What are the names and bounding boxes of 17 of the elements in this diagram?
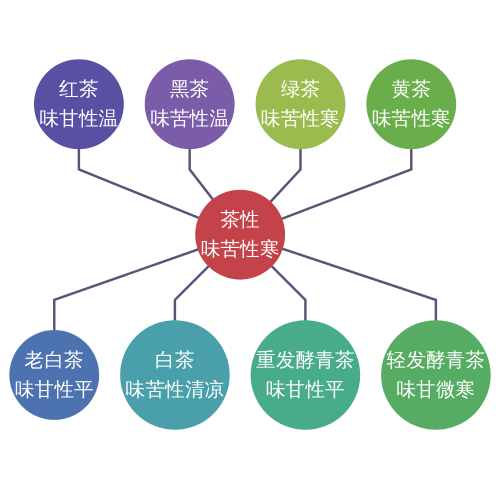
- connector: [53, 248, 199, 331]
- connector: [282, 248, 438, 321]
- connector: [174, 265, 210, 321]
- node-circle: 轻发酵青茶 味甘微寒: [381, 320, 491, 430]
- node-circle: 白茶 味苦性清凉: [120, 320, 230, 430]
- connector: [270, 265, 307, 321]
- node-circle: 绿茶 味苦性寒: [256, 59, 346, 150]
- node-circle: 老白茶 味甘性平: [9, 330, 100, 420]
- node-circle: 茶性 味苦性寒: [195, 190, 286, 280]
- node-circle: 红茶 味甘性温: [34, 59, 124, 150]
- connector: [281, 148, 412, 220]
- connector: [188, 148, 214, 200]
- node-circle: 黄茶 味苦性寒: [366, 59, 456, 150]
- node-circle: 重发酵青茶 味甘性平: [250, 320, 360, 430]
- node-circle: 黑茶 味苦性温: [144, 59, 235, 150]
- connector: [78, 148, 200, 220]
- connector: [269, 148, 302, 203]
